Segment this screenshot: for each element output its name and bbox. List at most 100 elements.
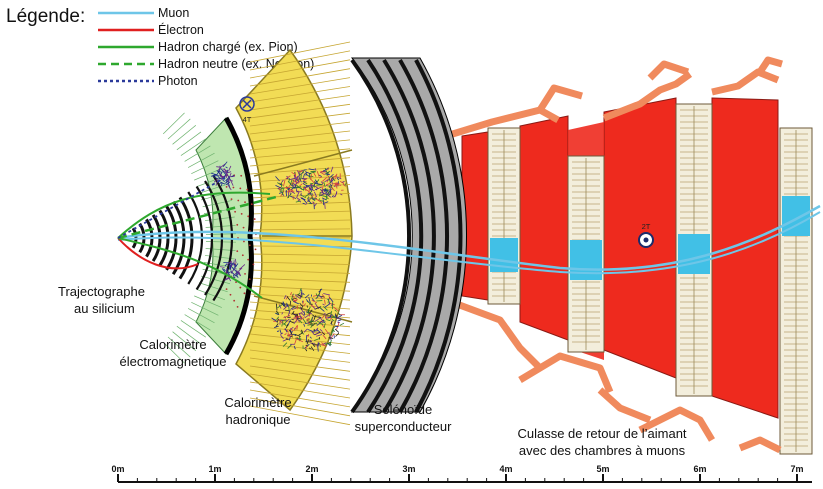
hcal-plate [249,301,351,310]
scale-tick-label: 2m [305,464,318,474]
superconducting-solenoid [350,57,468,414]
tracker-hit [236,305,239,308]
hcal-plate [249,139,351,151]
tracker-hit [244,272,246,275]
tracker-hit [232,186,235,189]
ecal-crystal [191,160,219,175]
legend-label: Muon [158,6,189,20]
energy-cluster [275,166,346,210]
ecal-crystal [196,175,226,187]
field-label-4t: 4T [243,115,252,124]
solenoid-label-line1: Solénoïde [374,402,433,417]
tracker-hit [248,278,251,281]
muon-chamber-station-1 [487,127,521,305]
legend-label: Photon [158,74,198,88]
hcal-plate [249,103,351,119]
tracker-hit [246,188,249,191]
tracker-hit [243,240,245,243]
tracker-hit [237,199,240,202]
hcal-plate [249,121,351,135]
tracker-hit [239,187,242,190]
tracker-hit [248,244,251,247]
hcal-plate [249,192,351,199]
hcal-plate [249,86,351,103]
tracker-hit [234,210,237,213]
scale-tick-label: 0m [111,464,124,474]
hcal-plate [249,381,351,399]
ecal-crystal [187,308,215,324]
hcal-plate [249,219,351,223]
muon-track [117,204,821,271]
muon-chamber-station-2 [567,155,605,353]
hadronic-calorimeter [235,41,353,426]
magnetic-field-2t-marker: 2T [638,222,654,248]
hcal-plate [249,325,351,337]
yoke-label-line2: avec des chambres à muons [519,443,686,458]
tracker-hit [247,215,250,218]
legend-item: Électron [98,22,204,37]
ecal-crystal [180,320,207,338]
hcal-plate [249,157,351,167]
hcal-plate [249,112,351,127]
tracker-hit [248,229,251,232]
tracker-hit [240,212,243,215]
muon-chamber-station-4 [779,127,813,455]
muon-chamber-station-3 [675,103,713,397]
solenoid-label-line2: superconducteur [355,419,453,434]
yoke-label-line1: Culasse de retour de l’aimant [517,426,686,441]
ecal-crystal [184,145,211,162]
charged-hadron-track [117,191,271,239]
hcal-plate [249,41,351,63]
hcal-plate [249,148,351,159]
legend-label: Hadron chargé (ex. Pion) [158,40,298,54]
energy-deposits [210,161,346,352]
scale-tick-label: 3m [402,464,415,474]
hcal-plate [249,201,351,207]
tracker-hit [229,293,232,296]
hcal-plate [249,269,351,274]
hcal-plate [249,261,351,265]
scale-tick-label: 6m [693,464,706,474]
hcal-plate [249,405,351,426]
legend-label: Électron [158,22,204,37]
hcal-plate [249,228,351,231]
energy-cluster [271,288,346,352]
ecal-crystal [191,301,219,316]
legend-item: Hadron chargé (ex. Pion) [98,40,298,54]
hcal-plate [249,389,351,408]
tracker-hit [236,223,239,226]
hcal-plate [249,349,351,363]
solenoid-coil [414,59,463,413]
hcal-label-line2: hadronique [225,412,290,427]
energy-cluster [219,258,246,282]
tracker-hit [225,288,228,291]
ecal-crystal [162,112,185,135]
tracker-hit [242,226,245,229]
ecal-crystal [198,183,228,194]
legend-item: Muon [98,6,189,20]
scale-tick-label: 7m [790,464,803,474]
hcal-plate [249,68,351,87]
tracker-hit [225,185,228,188]
scale-tick-label: 5m [596,464,609,474]
tracker-hit [236,250,239,253]
support-structure [444,56,783,454]
tracker-label-line2: au silicium [74,301,135,316]
electromagnetic-calorimeter [162,112,254,364]
ecal-crystal [167,118,191,140]
scale-tick-label: 1m [208,464,221,474]
tracker-hit [233,299,236,302]
hcal-plate [249,253,351,256]
magnetic-field-4t-marker: 4T [239,96,255,124]
muon-return-yoke [444,56,813,455]
tracker-hit [230,198,233,201]
hcal-plate [249,293,351,301]
tracker-hit [247,258,250,261]
hcal-plate [249,341,351,354]
hcal-plate [249,357,351,372]
tracker-label-line1: Trajectographe [58,284,145,299]
ecal-crystal [176,131,202,151]
tracker-hit [240,174,243,177]
hcal-plate [249,50,351,71]
ecal-crystal [172,125,197,145]
